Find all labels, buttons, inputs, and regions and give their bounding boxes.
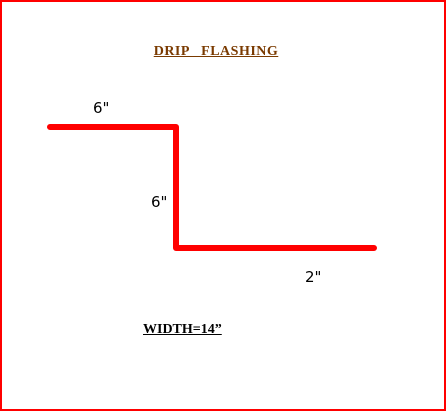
flashing-profile-line (47, 124, 377, 251)
top-flange-dimension: 6" (93, 99, 110, 117)
width-note: WIDTH=14” (143, 322, 222, 337)
diagram-title: DRIP FLASHING (153, 44, 279, 59)
vertical-drop-dimension: 6" (151, 193, 168, 211)
bottom-flange-dimension: 2" (305, 268, 322, 286)
